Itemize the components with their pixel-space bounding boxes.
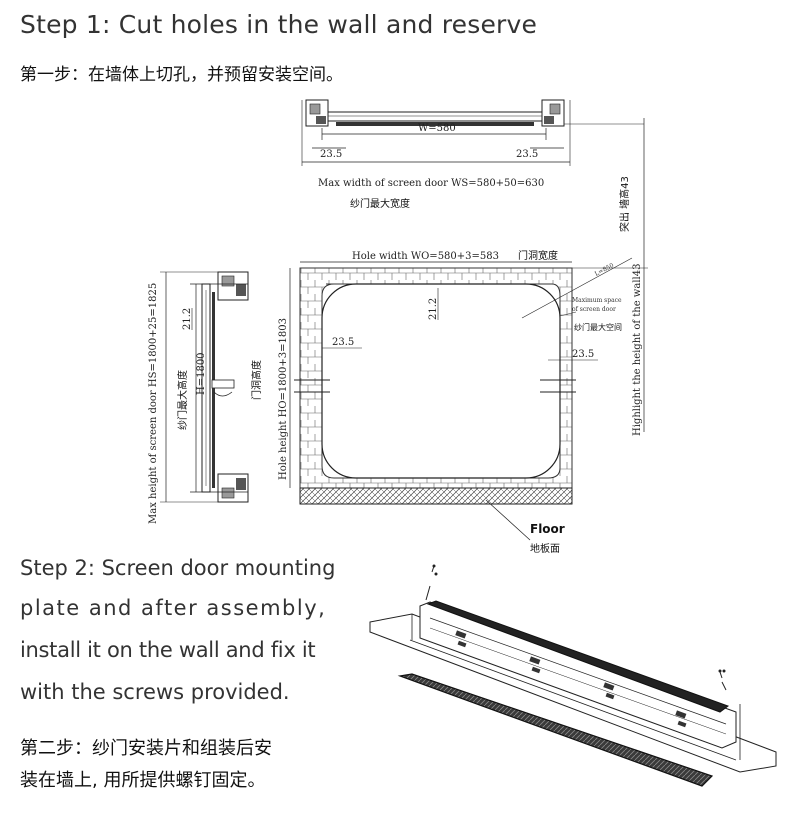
max-space-chinese: 纱门最大空间	[574, 322, 622, 332]
wall-hole	[321, 283, 561, 479]
floor-label: Floor	[530, 522, 565, 536]
hole-width-chinese: 门洞宽度	[518, 249, 558, 262]
floor-chinese: 地板面	[530, 542, 560, 555]
step1-title: Step 1: Cut holes in the wall and reserv…	[20, 10, 538, 39]
top-view: W=580 23.5 23.5 Max width of screen door…	[301, 99, 644, 210]
wall-height-label: Highlight the height of the wall43	[632, 264, 643, 436]
hole-width-label: Hole width WO=580+3=583	[352, 251, 499, 262]
step1-title-chinese: 第一步：在墙体上切孔，并预留安装空间。	[20, 65, 343, 85]
max-space-en-2: of screen door	[572, 306, 616, 313]
front-view: Hole width WO=580+3=583 门洞宽度 Hole height…	[250, 118, 648, 555]
hole-height-label: Hole height HO=1800+3=1803	[278, 318, 289, 480]
side-top-offset: 21.2	[182, 308, 193, 330]
step2-line-1: Step 2: Screen door mounting	[20, 556, 336, 580]
step2-line-2: plate and after assembly,	[20, 596, 327, 620]
max-width-label: Max width of screen door WS=580+50=630	[318, 178, 544, 189]
step2-chinese-line-2: 装在墙上, 用所提供螺钉固定。	[20, 770, 266, 791]
brush-strip	[426, 600, 730, 713]
step2-chinese-line-1: 第二步：纱门安装片和组装后安	[20, 738, 272, 759]
rail-body	[419, 601, 737, 749]
max-width-chinese: 纱门最大宽度	[350, 197, 410, 210]
front-right-offset: 23.5	[572, 349, 594, 360]
mounting-plate-illustration	[369, 564, 777, 787]
step2-line-3: install it on the wall and fix it	[20, 638, 316, 662]
side-view: H=1800 Max height of screen door HS=1800…	[148, 271, 249, 524]
top-rail	[311, 111, 559, 122]
step2-line-4: with the screws provided.	[20, 680, 290, 704]
top-right-offset: 23.5	[516, 149, 538, 160]
hole-height-chinese: 门洞高度	[250, 360, 263, 400]
top-mesh-strip	[336, 122, 534, 126]
width-label: W=580	[418, 123, 456, 134]
loose-brush-strip	[397, 673, 714, 787]
wall-height-chinese: 突出 墙高43	[618, 176, 631, 232]
max-space-en-1: Maximum space	[572, 297, 622, 304]
front-left-offset: 23.5	[332, 337, 354, 348]
side-height-label: H=1800	[196, 352, 207, 395]
max-height-label: Max height of screen door HS=1800+25=182…	[148, 283, 159, 524]
corner-label: L=850	[594, 262, 616, 278]
floor-band	[299, 487, 573, 505]
front-top-offset: 21.2	[428, 298, 439, 320]
max-height-chinese: 纱门最大高度	[176, 370, 189, 430]
top-left-offset: 23.5	[320, 149, 342, 160]
